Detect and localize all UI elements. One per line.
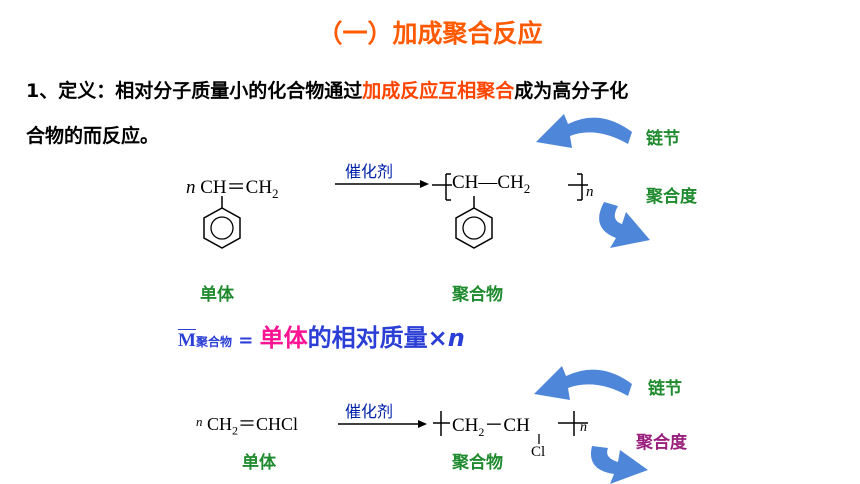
- reaction1-reactant: n CH＝CH2: [186, 172, 279, 202]
- definition-prefix: 1、定义：相对分子质量小的化合物通过: [26, 80, 363, 102]
- molar-mass-formula: M聚合物 = 单体的相对质量×n: [178, 318, 465, 353]
- formula-rest: 的相对质量×: [307, 324, 448, 352]
- reaction1-monomer-benzene: [203, 207, 241, 249]
- page-title: （一）加成聚合反应: [317, 19, 543, 48]
- reaction1-product-formula: CH—CH: [452, 172, 524, 193]
- reaction1-chain-unit-arrow: [536, 114, 632, 148]
- reaction2-chain-unit-label: 链节: [648, 379, 682, 399]
- reaction1-reactant-formula: CH＝CH: [200, 177, 273, 198]
- reaction1-polymer-benzene: [455, 207, 493, 249]
- reaction1-degree-arrow: [599, 202, 650, 248]
- definition-line-2: 合物的而反应。: [26, 125, 160, 147]
- definition-line-1: 1、定义：相对分子质量小的化合物通过加成反应互相聚合成为高分子化: [26, 76, 628, 103]
- reaction1-monomer-label: 单体: [200, 285, 234, 305]
- reaction1-chain-unit-label: 链节: [646, 129, 680, 149]
- reaction1-reactant-sub: 2: [272, 185, 279, 201]
- reaction1-catalyst: 催化剂: [345, 162, 394, 181]
- reaction1-product: CH—CH2: [452, 172, 530, 197]
- formula-m: M: [178, 330, 196, 351]
- reaction2-reactant-ch: CH: [207, 414, 233, 434]
- reaction2-monomer-label: 单体: [242, 453, 276, 473]
- reaction1-arrow-head: [420, 180, 429, 188]
- formula-equals: =: [231, 330, 260, 351]
- definition-highlight: 加成反应互相聚合: [362, 80, 515, 102]
- reaction2-product-dash: －: [484, 415, 504, 436]
- reaction1-product-sub: 2: [523, 180, 531, 196]
- reaction2-degree-label: 聚合度: [636, 433, 687, 453]
- reaction2-product-ch: CH: [503, 415, 530, 436]
- reaction1-product-n: n: [586, 184, 594, 200]
- reaction2-product-sub: 2: [478, 424, 485, 439]
- definition-suffix: 成为高分子化: [514, 80, 629, 102]
- formula-m-sub: 聚合物: [195, 335, 232, 349]
- reaction1-polymer-label: 聚合物: [452, 285, 503, 305]
- reaction2-reactant: n CH2＝CHCl: [196, 410, 298, 439]
- reaction2-polymer-label: 聚合物: [452, 453, 503, 473]
- formula-monomer: 单体: [259, 324, 308, 352]
- reaction2-catalyst: 催化剂: [345, 402, 394, 421]
- reaction2-substituent: Cl: [531, 444, 546, 460]
- reaction2-arrow-head: [418, 420, 427, 428]
- reaction2-product: CH2－CH: [452, 410, 530, 440]
- reaction2-chain-unit-arrow: [534, 366, 632, 400]
- formula-n: n: [447, 324, 465, 352]
- reaction1-reactant-n: n: [186, 177, 196, 198]
- reaction2-reactant-rest: ＝CHCl: [238, 414, 299, 434]
- reaction1-degree-label: 聚合度: [646, 187, 697, 207]
- reaction2-product-n: n: [580, 420, 587, 435]
- reaction2-reactant-n: n: [196, 414, 203, 429]
- reaction2-product-ch2: CH: [452, 415, 479, 436]
- reaction2-degree-arrow: [590, 446, 648, 484]
- reaction2-reactant-sub: 2: [232, 423, 239, 438]
